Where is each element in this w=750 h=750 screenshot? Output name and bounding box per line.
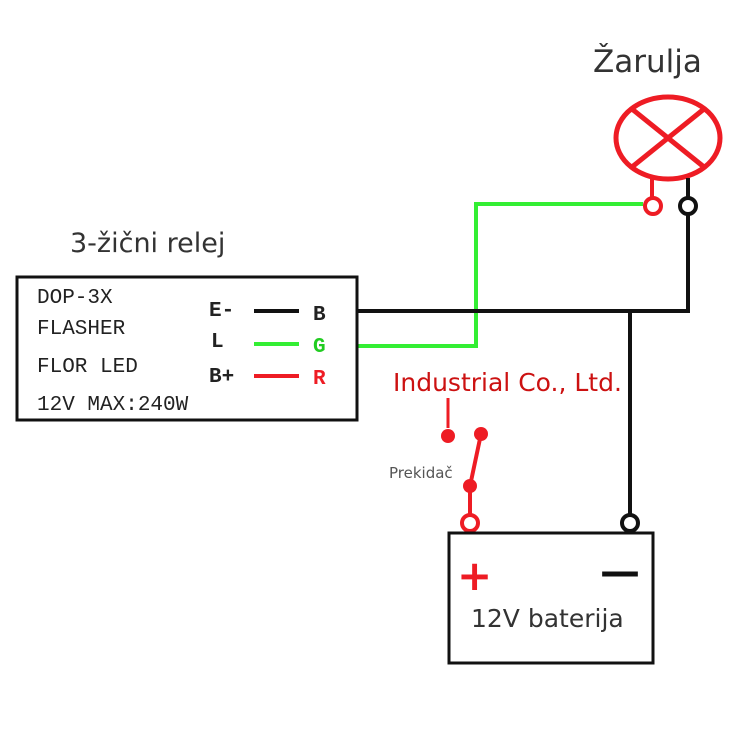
relay-led: FLOR LED	[37, 356, 138, 379]
switch-label: Prekidač	[389, 464, 453, 482]
battery-minus-terminal	[620, 513, 640, 533]
black-wire-bulb	[357, 214, 690, 313]
relay-model: DOP-3X	[37, 287, 113, 310]
switch-icon	[441, 398, 488, 516]
terminal-g-label: G	[313, 336, 326, 359]
battery-plus-terminal	[460, 513, 480, 533]
terminal-b-label: B	[313, 304, 326, 327]
bulb-icon	[613, 94, 723, 182]
relay-title: 3-žični relej	[70, 228, 225, 259]
battery-minus-sign: —	[600, 549, 640, 595]
bulb-red-terminal	[643, 196, 663, 216]
terminal-bplus-label: B+	[209, 366, 234, 389]
company-name: Industrial Co., Ltd.	[393, 368, 622, 397]
green-wire	[357, 202, 643, 348]
relay-type: FLASHER	[37, 318, 126, 341]
terminal-e-label: E-	[209, 300, 234, 323]
bulb-black-terminal	[678, 196, 698, 216]
bulb-title: Žarulja	[593, 44, 702, 80]
battery-box	[447, 531, 655, 665]
relay-box	[15, 275, 359, 422]
terminal-r-label: R	[313, 368, 326, 391]
battery-plus-sign: +	[457, 551, 492, 600]
relay-rating: 12V MAX:240W	[37, 394, 189, 417]
terminal-l-label: L	[211, 331, 224, 354]
battery-title: 12V baterija	[471, 604, 624, 633]
